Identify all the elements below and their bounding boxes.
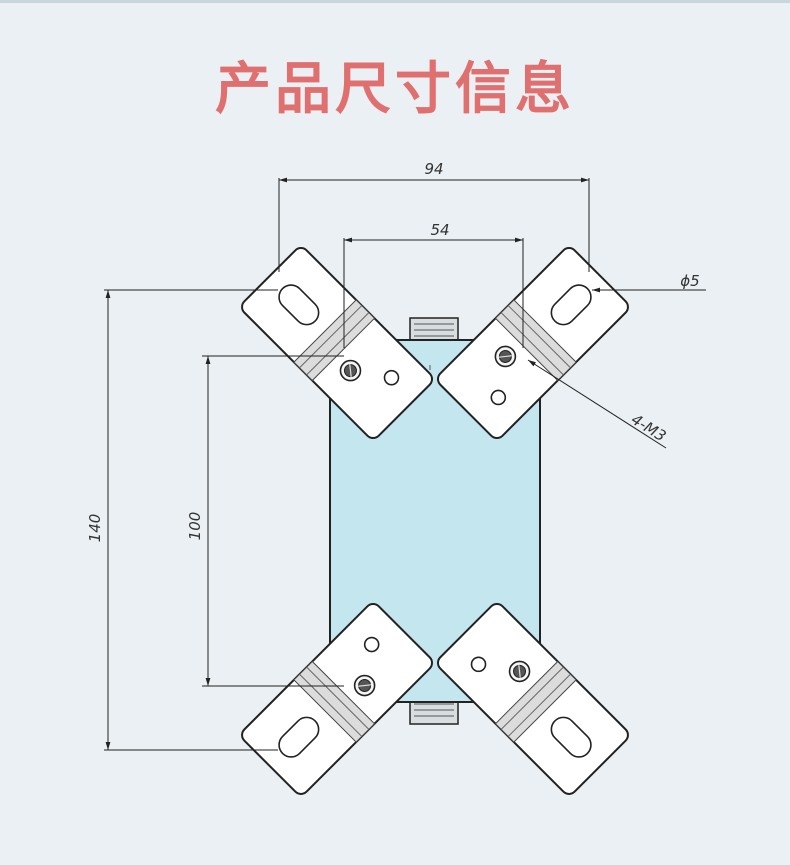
screw-icon: [508, 660, 531, 683]
bracket-bottom-right: [436, 602, 629, 795]
bracket-bend: [293, 660, 376, 743]
bracket-hole: [363, 636, 380, 653]
dim-width-outer: 94: [278, 160, 590, 272]
dim-height-outer: 140: [86, 289, 278, 751]
screw-icon: [494, 345, 517, 368]
bracket-bend: [293, 299, 376, 382]
dim-height-inner: 100: [186, 355, 344, 687]
dim-phi5-label: ϕ5: [680, 272, 699, 290]
bracket-hole: [470, 656, 487, 673]
bracket-bottom-left: [241, 602, 434, 795]
dim-54-label: 54: [430, 221, 449, 239]
bracket-top-left: [241, 247, 434, 440]
bracket-bend: [494, 299, 577, 382]
dim-100-label: 100: [186, 512, 204, 541]
dim-hole-diameter: ϕ5: [592, 272, 706, 293]
screw-icon: [339, 359, 362, 382]
dim-140-label: 140: [86, 514, 104, 543]
bracket-hole: [383, 369, 400, 386]
bracket-top-right: [436, 247, 629, 440]
dim-94-label: 94: [424, 160, 443, 178]
top-border: [0, 0, 790, 3]
bracket-slot: [550, 284, 592, 326]
dim-width-inner: 54: [343, 221, 524, 348]
bracket-hole: [490, 389, 507, 406]
bracket-slot: [278, 716, 320, 758]
bracket-slot: [278, 284, 320, 326]
page-title: 产品尺寸信息: [215, 57, 575, 122]
screw-icon: [353, 674, 376, 697]
dim-4m3-label: 4-M3: [628, 410, 669, 445]
bracket-bend: [494, 660, 577, 743]
dim-screw-callout: 4-M3: [527, 359, 669, 449]
